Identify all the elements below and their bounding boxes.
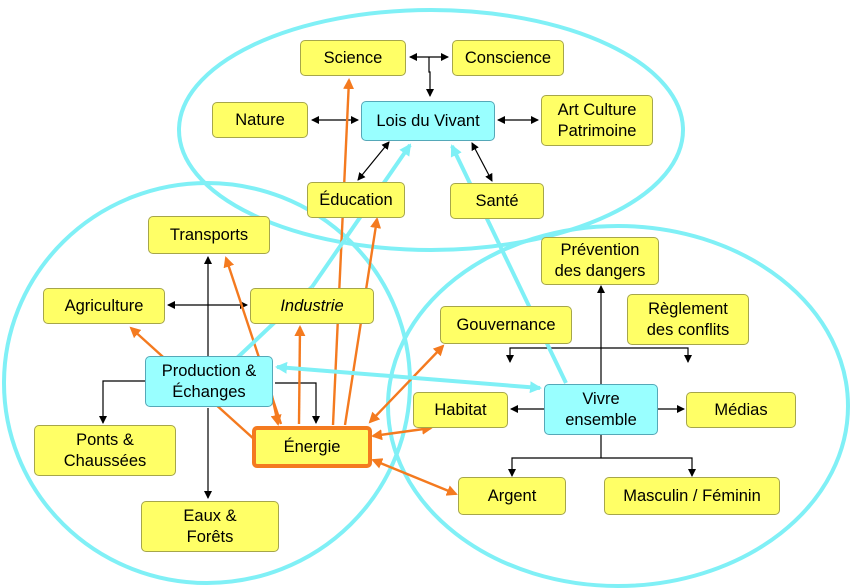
- node-masculin-label: Masculin / Féminin: [623, 486, 761, 505]
- node-lois-du-vivant[interactable]: Lois du Vivant: [361, 101, 495, 141]
- arrow-energie-habitat: [371, 423, 433, 441]
- arrow-top-to-lois: [426, 57, 434, 97]
- node-gouvernance[interactable]: Gouvernance: [440, 306, 572, 344]
- node-conscience[interactable]: Conscience: [452, 40, 564, 76]
- node-ponts-label: Ponts & Chaussées: [63, 430, 147, 470]
- node-nature-label: Nature: [235, 110, 285, 129]
- node-eaux-label: Eaux & Forêts: [183, 506, 237, 546]
- node-ponts-chaussees[interactable]: Ponts & Chaussées: [34, 425, 176, 476]
- node-habitat-label: Habitat: [434, 400, 487, 419]
- arrow-energie-industrie: [294, 325, 306, 425]
- node-reglement-conflits[interactable]: Règlement des conflits: [627, 294, 749, 345]
- node-education-label: Éducation: [319, 190, 393, 209]
- node-prevention-dangers[interactable]: Prévention des dangers: [541, 237, 659, 285]
- node-industrie[interactable]: Industrie: [250, 288, 374, 324]
- node-argent-label: Argent: [487, 486, 537, 505]
- node-prevention-label: Prévention des dangers: [554, 241, 646, 280]
- node-agriculture-label: Agriculture: [64, 296, 144, 315]
- node-art-culture-patrimoine[interactable]: Art Culture Patrimoine: [541, 95, 653, 146]
- node-science-label: Science: [323, 48, 383, 67]
- node-science[interactable]: Science: [300, 40, 406, 76]
- node-production-label: Production & Échanges: [161, 361, 257, 401]
- node-transports[interactable]: Transports: [148, 216, 270, 254]
- node-reglement-label: Règlement des conflits: [646, 299, 730, 339]
- circle-environnement: [177, 8, 685, 252]
- node-argent[interactable]: Argent: [458, 477, 566, 515]
- node-education[interactable]: Éducation: [307, 182, 405, 218]
- arrow-production-energie: [275, 382, 320, 424]
- node-medias[interactable]: Médias: [686, 392, 796, 428]
- node-masculin-feminin[interactable]: Masculin / Féminin: [604, 477, 780, 515]
- node-medias-label: Médias: [714, 400, 768, 419]
- node-nature[interactable]: Nature: [212, 102, 308, 138]
- node-transports-label: Transports: [169, 225, 249, 244]
- node-gouvernance-label: Gouvernance: [456, 315, 556, 334]
- arrow-to-gouvernance-reglement: [506, 347, 692, 363]
- node-production-echanges[interactable]: Production & Échanges: [145, 356, 273, 407]
- arrow-energie-argent: [371, 458, 458, 496]
- node-energie[interactable]: Énergie: [252, 426, 372, 468]
- node-energie-label: Énergie: [283, 437, 341, 456]
- node-sante[interactable]: Santé: [450, 183, 544, 219]
- node-agriculture[interactable]: Agriculture: [43, 288, 165, 324]
- arrow-production-ponts: [99, 380, 145, 424]
- arrow-to-argent-masculin: [508, 457, 696, 477]
- node-eaux-forets[interactable]: Eaux & Forêts: [141, 501, 279, 552]
- arrow-sante-lois: [471, 142, 493, 182]
- node-conscience-label: Conscience: [464, 48, 552, 67]
- node-industrie-label: Industrie: [280, 296, 344, 315]
- arrow-production-vivre: [275, 361, 542, 394]
- arrow-education-lois: [357, 141, 390, 181]
- node-sante-label: Santé: [475, 191, 519, 210]
- node-vivre-ensemble[interactable]: Vivre ensemble: [544, 384, 658, 435]
- node-art-culture-label: Art Culture Patrimoine: [557, 100, 637, 140]
- node-lois-du-vivant-label: Lois du Vivant: [376, 111, 480, 130]
- node-habitat[interactable]: Habitat: [413, 392, 508, 428]
- node-vivre-label: Vivre ensemble: [565, 389, 637, 429]
